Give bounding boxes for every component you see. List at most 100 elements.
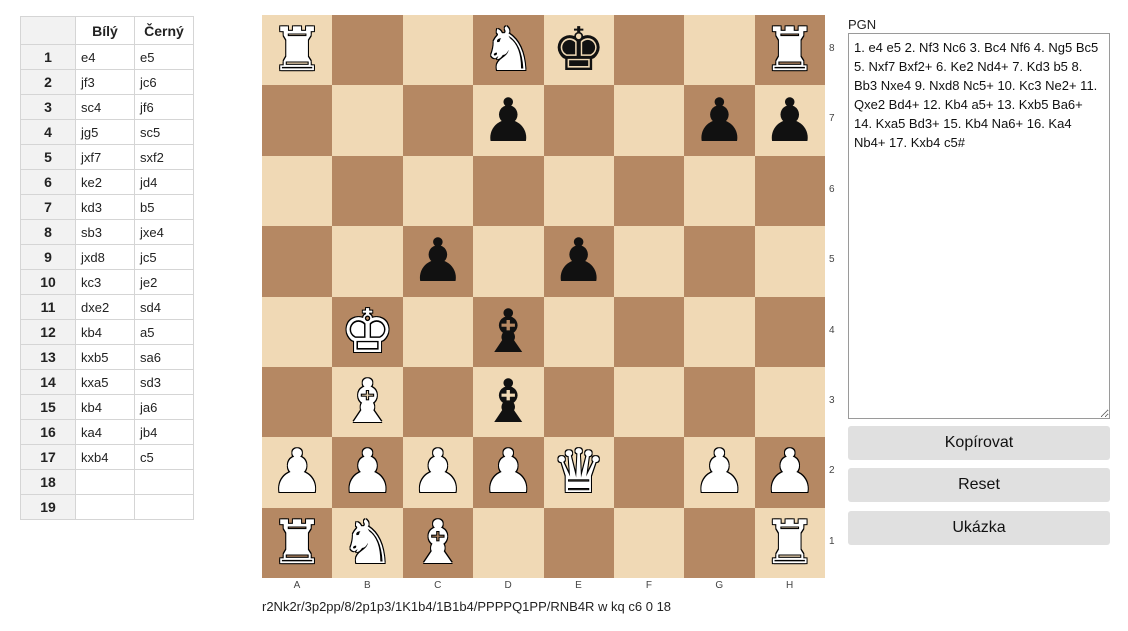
square-h5[interactable]	[754, 226, 825, 297]
square-h2[interactable]: ♟	[754, 437, 825, 508]
square-f7[interactable]	[613, 85, 685, 156]
white-move[interactable]: kxb4	[75, 444, 135, 470]
square-b8[interactable]	[332, 15, 403, 86]
square-b3[interactable]: ♝	[332, 366, 403, 438]
square-e5[interactable]: ♟	[543, 226, 614, 297]
square-c7[interactable]	[402, 85, 474, 156]
square-d7[interactable]: ♟	[473, 85, 544, 156]
square-g8[interactable]	[684, 15, 755, 86]
white-knight-icon[interactable]: ♞	[481, 15, 536, 86]
square-b6[interactable]	[332, 155, 403, 227]
square-c8[interactable]	[402, 15, 474, 86]
white-rook-icon[interactable]: ♜	[762, 15, 817, 86]
black-move[interactable]: je2	[134, 269, 194, 295]
black-move[interactable]: jb4	[134, 419, 194, 445]
white-pawn-icon[interactable]: ♟	[340, 437, 395, 508]
square-e4[interactable]	[543, 296, 614, 367]
white-rook-icon[interactable]: ♜	[762, 507, 817, 578]
black-move[interactable]: jf6	[134, 94, 194, 120]
square-e2[interactable]: ♛	[543, 437, 614, 508]
white-move[interactable]: jxd8	[75, 244, 135, 270]
white-move[interactable]	[75, 469, 135, 495]
square-b7[interactable]	[332, 85, 403, 156]
white-queen-icon[interactable]: ♛	[551, 437, 606, 508]
square-h1[interactable]: ♜	[754, 507, 825, 578]
square-a2[interactable]: ♟	[262, 437, 333, 508]
square-c5[interactable]: ♟	[402, 226, 474, 297]
black-move[interactable]: ja6	[134, 394, 194, 420]
black-pawn-icon[interactable]: ♟	[692, 85, 747, 156]
white-move[interactable]: kxa5	[75, 369, 135, 395]
square-e1[interactable]	[543, 507, 614, 578]
square-g4[interactable]	[684, 296, 755, 367]
square-e6[interactable]	[543, 155, 614, 227]
white-bishop-icon[interactable]: ♝	[340, 367, 395, 438]
black-king-icon[interactable]: ♚	[551, 15, 606, 86]
black-bishop-icon[interactable]: ♝	[481, 367, 536, 438]
copy-button[interactable]: Kopírovat	[848, 426, 1110, 460]
white-move[interactable]: jg5	[75, 119, 135, 145]
square-d1[interactable]	[473, 507, 544, 578]
white-move[interactable]: ka4	[75, 419, 135, 445]
white-move[interactable]: kxb5	[75, 344, 135, 370]
square-h3[interactable]	[754, 366, 825, 438]
square-c3[interactable]	[402, 366, 474, 438]
square-a8[interactable]: ♜	[262, 15, 333, 86]
white-move[interactable]: sc4	[75, 94, 135, 120]
square-h4[interactable]	[754, 296, 825, 367]
square-e8[interactable]: ♚	[543, 15, 614, 86]
square-e7[interactable]	[543, 85, 614, 156]
square-c1[interactable]: ♝	[402, 507, 474, 578]
square-a7[interactable]	[262, 85, 333, 156]
white-pawn-icon[interactable]: ♟	[692, 437, 747, 508]
black-move[interactable]: sxf2	[134, 144, 194, 170]
square-f6[interactable]	[613, 155, 685, 227]
square-d2[interactable]: ♟	[473, 437, 544, 508]
white-pawn-icon[interactable]: ♟	[481, 437, 536, 508]
pgn-textarea[interactable]: 1. e4 e5 2. Nf3 Nc6 3. Bc4 Nf6 4. Ng5 Bc…	[848, 33, 1110, 419]
black-move[interactable]: jc6	[134, 69, 194, 95]
square-g6[interactable]	[684, 155, 755, 227]
square-a5[interactable]	[262, 226, 333, 297]
black-move[interactable]: e5	[134, 44, 194, 70]
black-move[interactable]: sd4	[134, 294, 194, 320]
black-move[interactable]: sc5	[134, 119, 194, 145]
square-f8[interactable]	[613, 15, 685, 86]
white-pawn-icon[interactable]: ♟	[411, 437, 465, 508]
square-c2[interactable]: ♟	[402, 437, 474, 508]
white-move[interactable]: ke2	[75, 169, 135, 195]
white-bishop-icon[interactable]: ♝	[411, 507, 465, 578]
white-pawn-icon[interactable]: ♟	[762, 437, 817, 508]
black-move[interactable]: jxe4	[134, 219, 194, 245]
square-d6[interactable]	[473, 155, 544, 227]
black-move[interactable]: sa6	[134, 344, 194, 370]
square-h8[interactable]: ♜	[754, 15, 825, 86]
square-h7[interactable]: ♟	[754, 85, 825, 156]
white-move[interactable]: kb4	[75, 319, 135, 345]
square-a4[interactable]	[262, 296, 333, 367]
square-f1[interactable]	[613, 507, 685, 578]
white-rook-icon[interactable]: ♜	[270, 15, 325, 86]
white-knight-icon[interactable]: ♞	[340, 507, 395, 578]
square-d8[interactable]: ♞	[473, 15, 544, 86]
black-move[interactable]: sd3	[134, 369, 194, 395]
square-h6[interactable]	[754, 155, 825, 227]
white-pawn-icon[interactable]: ♟	[270, 437, 325, 508]
black-pawn-icon[interactable]: ♟	[551, 226, 606, 297]
reset-button[interactable]: Reset	[848, 468, 1110, 502]
square-g5[interactable]	[684, 226, 755, 297]
black-move[interactable]: jc5	[134, 244, 194, 270]
white-move[interactable]: jxf7	[75, 144, 135, 170]
square-g2[interactable]: ♟	[684, 437, 755, 508]
white-move[interactable]: kc3	[75, 269, 135, 295]
white-move[interactable]: e4	[75, 44, 135, 70]
square-f5[interactable]	[613, 226, 685, 297]
white-move[interactable]: sb3	[75, 219, 135, 245]
square-a6[interactable]	[262, 155, 333, 227]
white-move[interactable]	[75, 494, 135, 520]
square-d5[interactable]	[473, 226, 544, 297]
square-d4[interactable]: ♝	[473, 296, 544, 367]
square-a3[interactable]	[262, 366, 333, 438]
black-pawn-icon[interactable]: ♟	[481, 85, 536, 156]
white-move[interactable]: dxe2	[75, 294, 135, 320]
